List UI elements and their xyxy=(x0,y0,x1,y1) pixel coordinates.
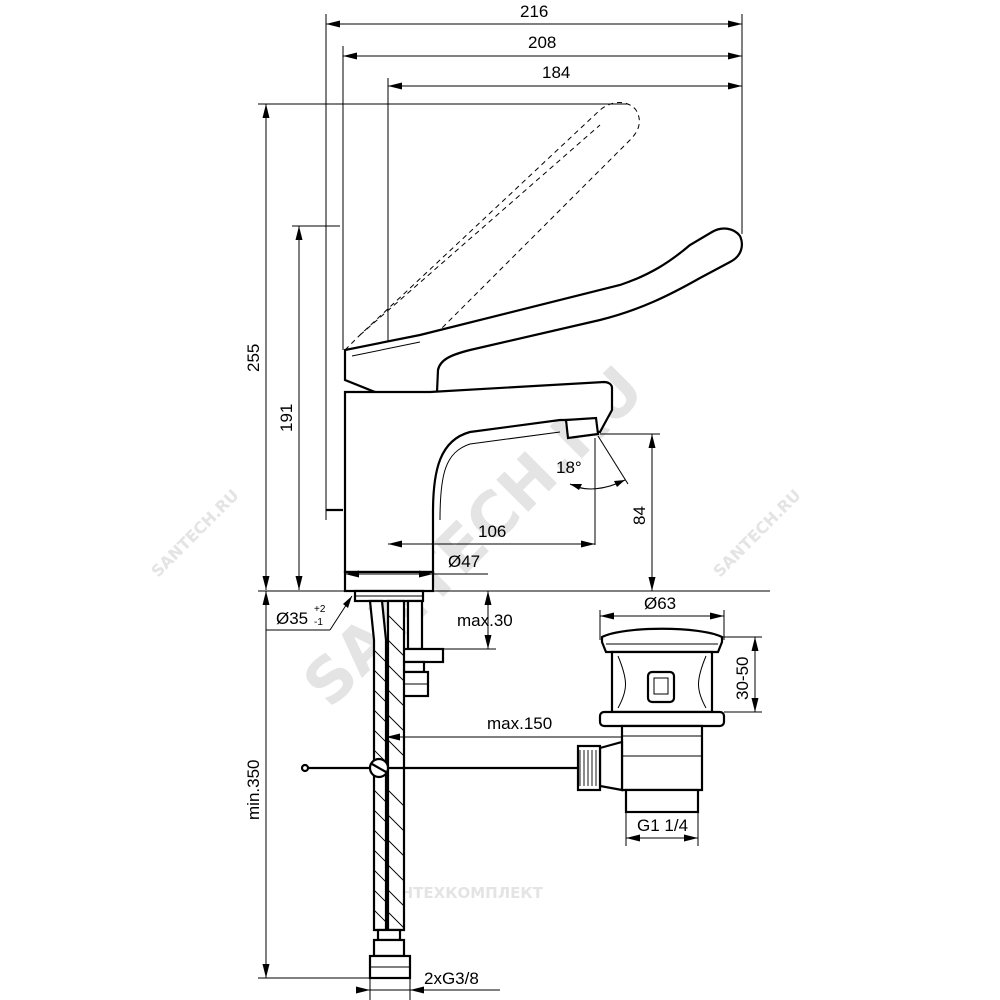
dim-label-max30: max.30 xyxy=(457,611,513,630)
dim-label-angle: 18° xyxy=(556,458,582,477)
dim-label-84: 84 xyxy=(630,506,649,525)
under-deck-fittings xyxy=(300,589,580,980)
dim-label-216: 216 xyxy=(520,2,548,21)
flex-hose-2 xyxy=(386,599,406,932)
dimension-184: 184 xyxy=(387,63,742,345)
watermark-side-right: SANTECH.RU xyxy=(709,486,804,581)
dimension-255: 255 xyxy=(244,103,628,590)
waste-thread xyxy=(624,788,700,814)
spray-angle: 18° xyxy=(556,435,629,545)
tap-body xyxy=(325,100,743,593)
dimension-35: Ø35 +2 -1 xyxy=(266,595,353,631)
dim-label-106: 106 xyxy=(478,522,506,541)
lever-open-position xyxy=(344,102,640,351)
dim-tol-plus: +2 xyxy=(314,604,326,615)
dimension-208: 208 xyxy=(342,33,742,350)
dimension-47: Ø47 xyxy=(345,552,488,578)
dim-label-max150: max.150 xyxy=(487,714,552,733)
dimension-216: 216 xyxy=(325,2,743,234)
dim-label-thread: G1 1/4 xyxy=(637,816,688,835)
hose-connector-top xyxy=(372,938,406,958)
dimension-191: 191 xyxy=(277,225,340,590)
dimension-106: 106 xyxy=(388,522,595,548)
dim-label-184: 184 xyxy=(542,63,570,82)
dimension-thread: G1 1/4 xyxy=(625,812,699,846)
dimension-connection: 2xG3/8 xyxy=(356,969,500,1000)
dimension-min350: min.350 xyxy=(244,591,372,979)
dim-tol-minus: -1 xyxy=(314,617,323,628)
dimension-84: 84 xyxy=(600,433,660,591)
waste-rod-fitting xyxy=(576,744,602,792)
watermark-side-left: SANTECH.RU xyxy=(147,486,242,581)
dim-label-208: 208 xyxy=(528,33,556,52)
dim-label-255: 255 xyxy=(244,344,263,372)
dimension-63: Ø63 xyxy=(599,594,725,640)
dim-label-min350: min.350 xyxy=(244,760,263,820)
dim-label-191: 191 xyxy=(277,404,296,432)
dimension-max30: max.30 xyxy=(443,591,513,650)
dimension-30-50: 30-50 xyxy=(722,636,762,713)
waste-flange xyxy=(598,710,726,728)
waste-valve xyxy=(576,627,726,814)
dim-label-35: Ø35 xyxy=(276,609,308,628)
dim-label-30-50: 30-50 xyxy=(733,657,752,700)
lever-handle xyxy=(343,227,743,399)
aerator xyxy=(564,416,600,440)
dim-label-connection: 2xG3/8 xyxy=(424,969,479,988)
watermark-bottom: САНТЕХКОМПЛЕКТ xyxy=(378,884,544,902)
dim-label-63: Ø63 xyxy=(644,594,676,613)
waste-cap xyxy=(600,627,724,654)
dim-label-47: Ø47 xyxy=(448,552,480,571)
tap-body-main xyxy=(343,380,614,574)
